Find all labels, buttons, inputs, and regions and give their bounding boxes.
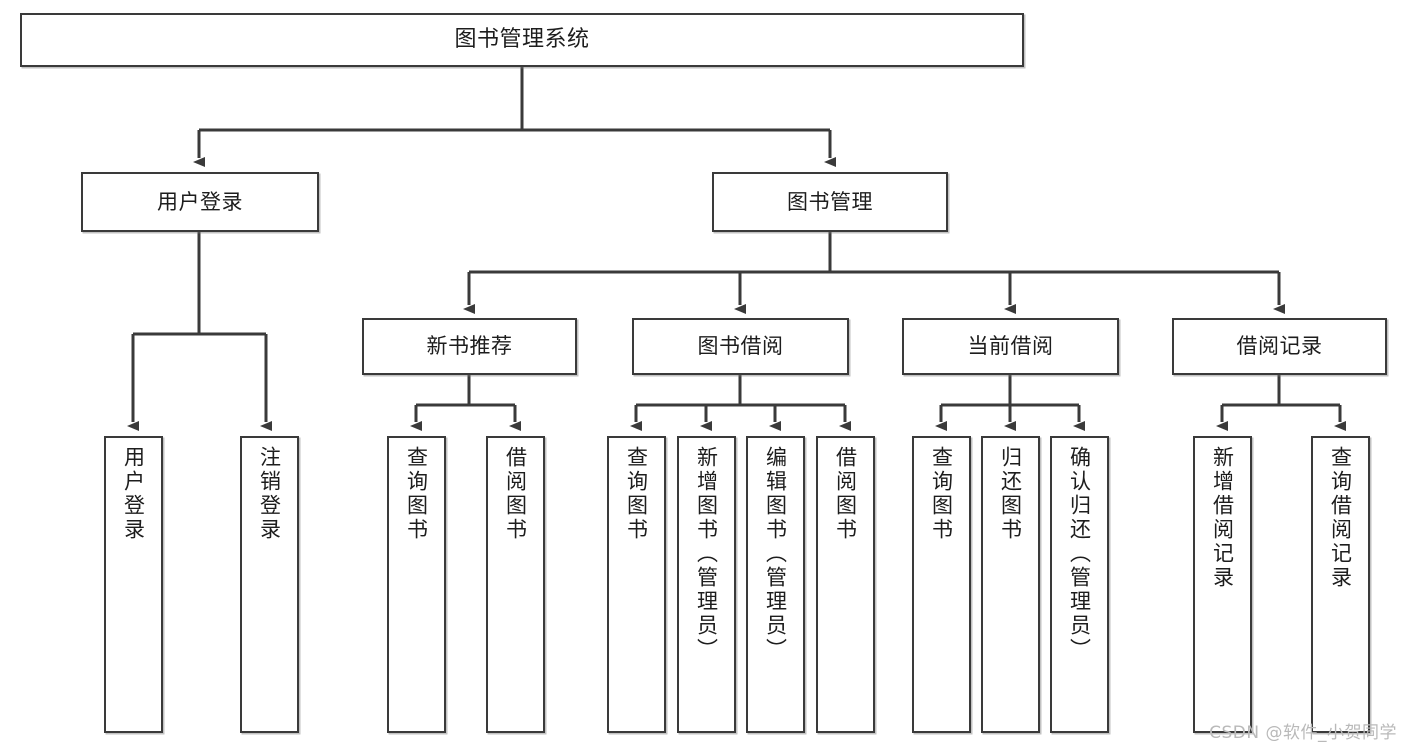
- node-label: 当前借阅: [967, 334, 1054, 359]
- node-label: 新增借阅记录: [1210, 446, 1235, 590]
- node-book-borrow[interactable]: 图书借阅: [632, 318, 849, 375]
- node-label: 图书管理: [787, 189, 873, 214]
- node-user-login[interactable]: 用户登录: [81, 172, 319, 232]
- watermark-text: CSDN @软件_小贺同学: [1209, 723, 1397, 743]
- node-label: 借阅记录: [1236, 334, 1323, 359]
- leaf-add-borrow-record[interactable]: 新增借阅记录: [1193, 436, 1252, 733]
- leaf-query-book-borrow[interactable]: 查询图书: [607, 436, 666, 733]
- node-label: 确认归还（管理员）: [1067, 446, 1092, 662]
- node-label: 查询借阅记录: [1328, 446, 1353, 590]
- node-borrow-record[interactable]: 借阅记录: [1172, 318, 1387, 375]
- node-label: 编辑图书（管理员）: [763, 446, 788, 662]
- leaf-query-book-current[interactable]: 查询图书: [912, 436, 971, 733]
- node-label: 查询图书: [929, 446, 954, 542]
- leaf-confirm-return-admin[interactable]: 确认归还（管理员）: [1050, 436, 1109, 733]
- node-label: 新书推荐: [426, 334, 513, 359]
- leaf-user-login[interactable]: 用户登录: [104, 436, 163, 733]
- node-book-management-system[interactable]: 图书管理系统: [20, 13, 1024, 67]
- node-book-management[interactable]: 图书管理: [712, 172, 948, 232]
- node-current-borrow[interactable]: 当前借阅: [902, 318, 1119, 375]
- leaf-user-logout[interactable]: 注销登录: [240, 436, 299, 733]
- node-label: 查询图书: [404, 446, 429, 542]
- node-label: 用户登录: [157, 189, 243, 214]
- node-label: 借阅图书: [833, 446, 858, 542]
- node-label: 借阅图书: [503, 446, 528, 542]
- leaf-borrow-book-recommendation[interactable]: 借阅图书: [486, 436, 545, 733]
- node-label: 用户登录: [121, 446, 146, 542]
- leaf-edit-book-admin[interactable]: 编辑图书（管理员）: [746, 436, 805, 733]
- node-label: 图书管理系统: [454, 26, 590, 52]
- node-label: 查询图书: [624, 446, 649, 542]
- leaf-query-book-recommendation[interactable]: 查询图书: [387, 436, 446, 733]
- node-label: 图书借阅: [697, 334, 784, 359]
- leaf-return-book[interactable]: 归还图书: [981, 436, 1040, 733]
- node-new-book-recommendation[interactable]: 新书推荐: [362, 318, 577, 375]
- leaf-query-borrow-record[interactable]: 查询借阅记录: [1311, 436, 1370, 733]
- node-label: 新增图书（管理员）: [694, 446, 719, 662]
- node-label: 归还图书: [998, 446, 1023, 542]
- node-label: 注销登录: [257, 446, 282, 542]
- leaf-add-book-admin[interactable]: 新增图书（管理员）: [677, 436, 736, 733]
- leaf-borrow-book[interactable]: 借阅图书: [816, 436, 875, 733]
